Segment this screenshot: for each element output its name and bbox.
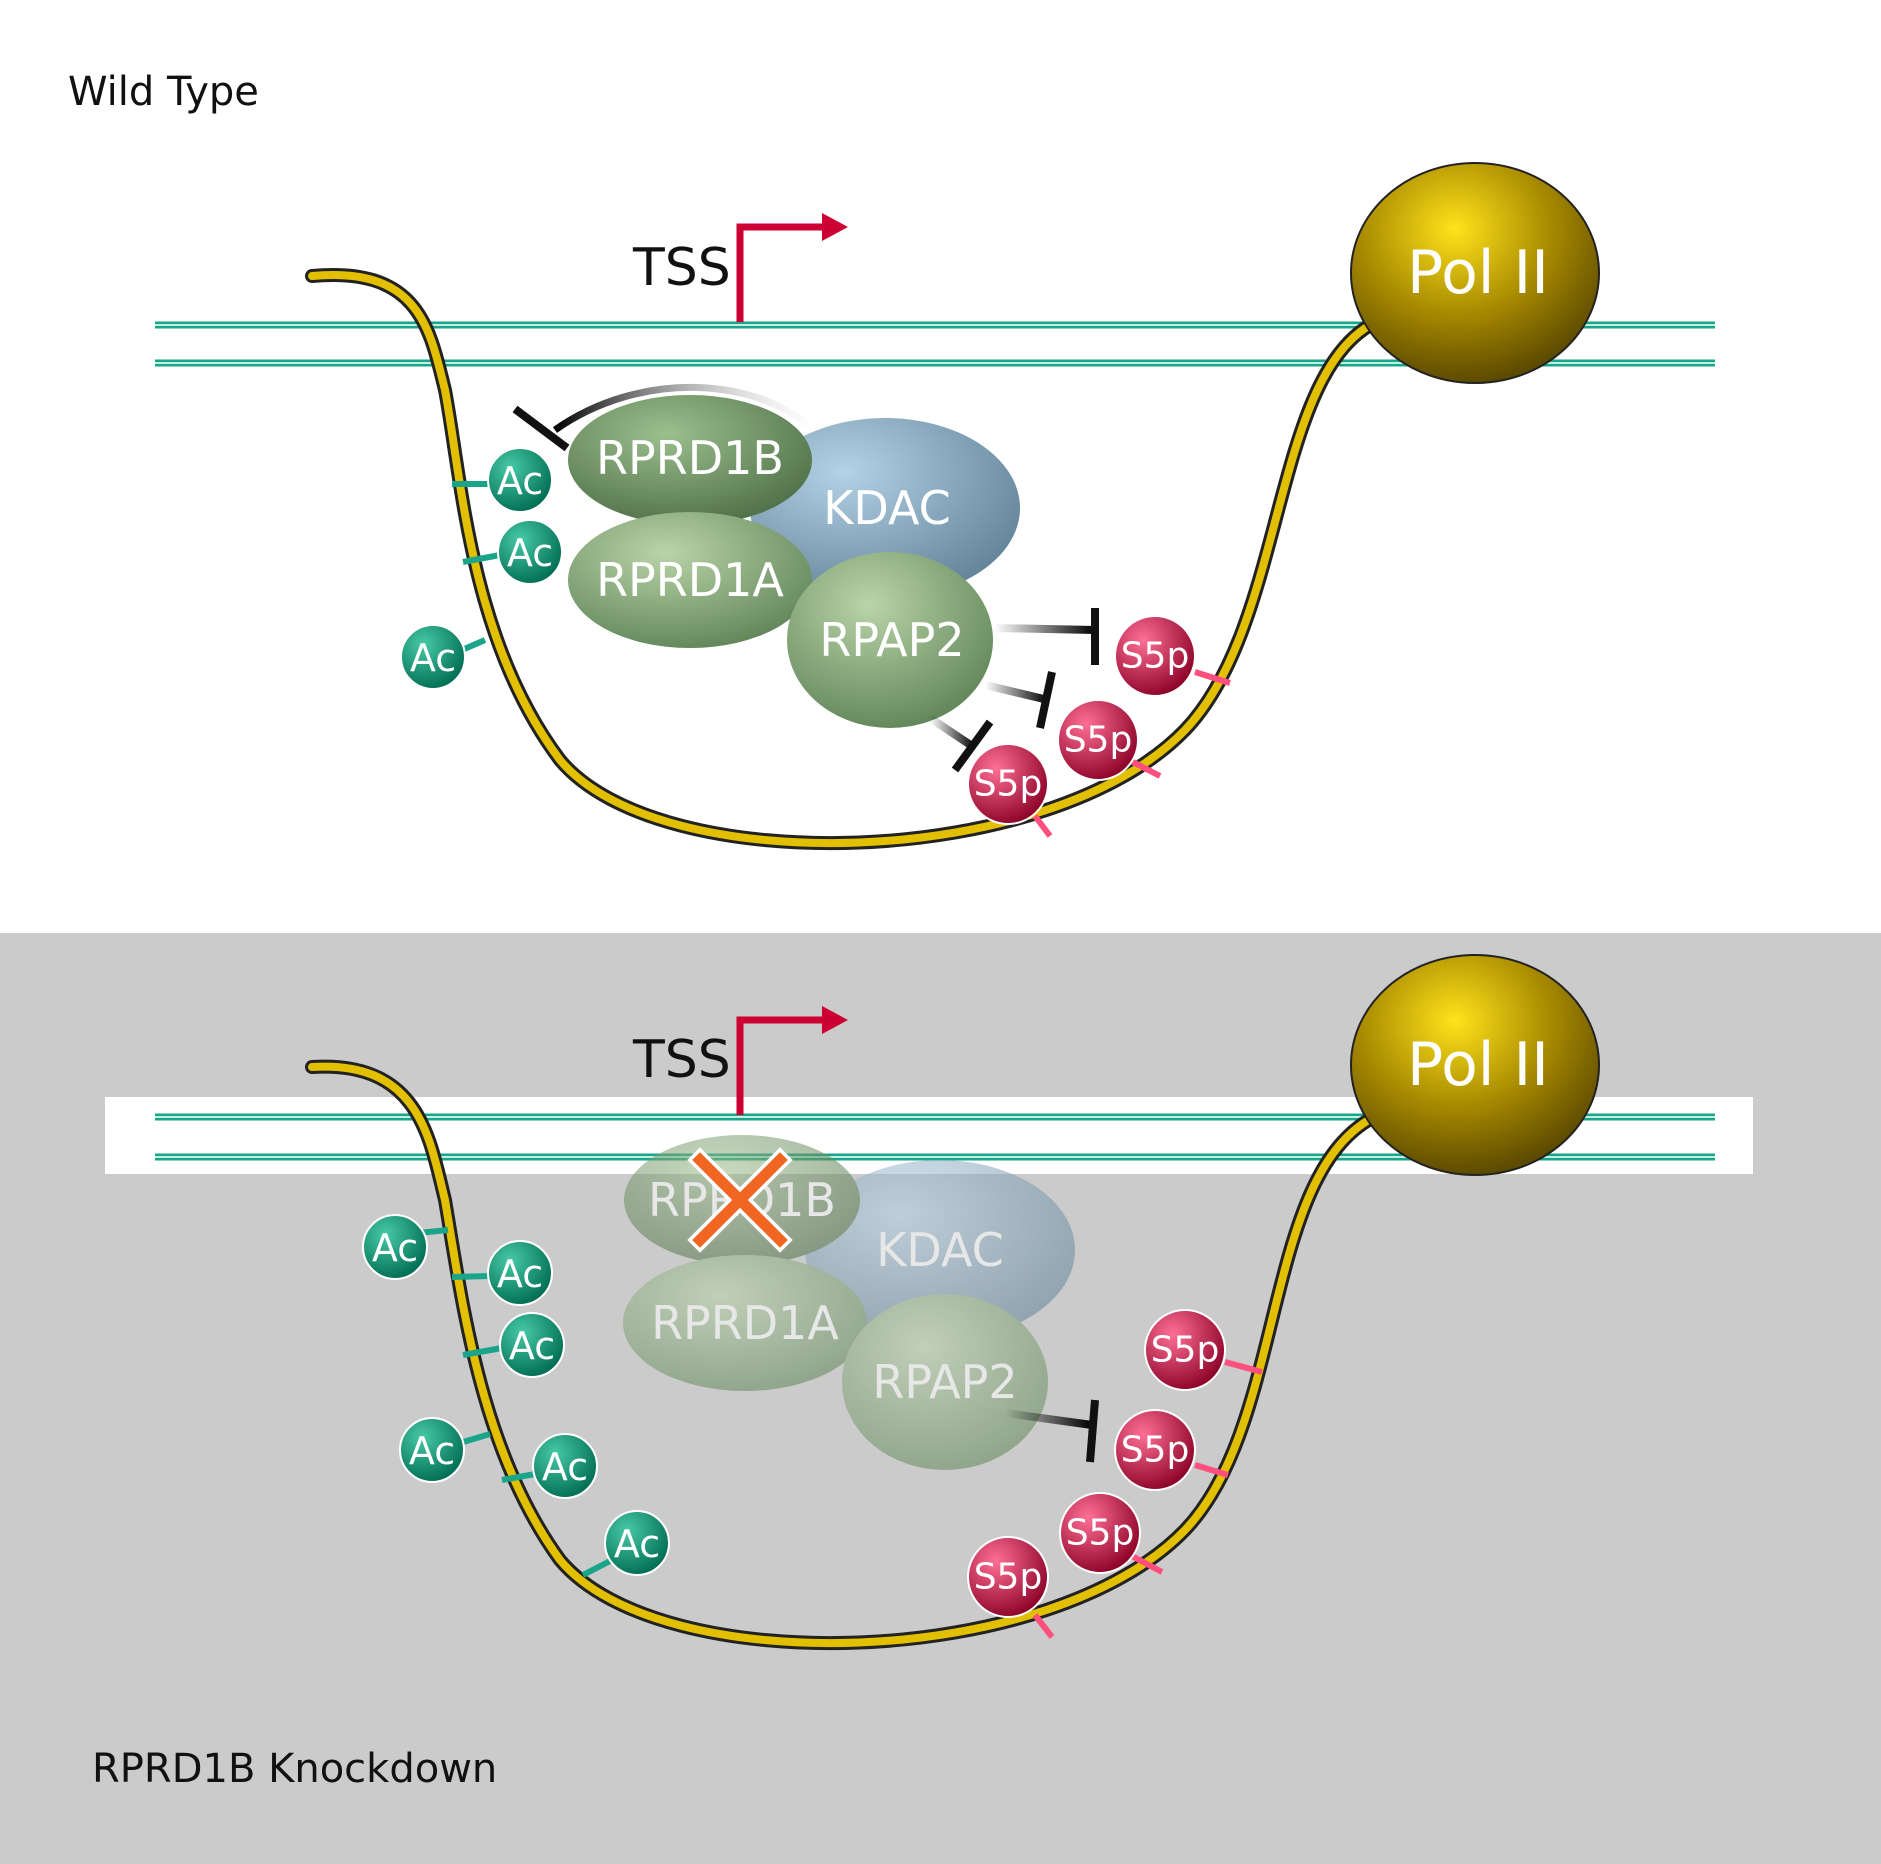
s5p-marks: S5p S5p S5p S5p [967,1309,1263,1639]
s5p-label: S5p [974,1557,1043,1598]
pol-ii-label: Pol II [1407,238,1549,308]
acetyl-mark [497,519,563,585]
acetyl-mark [400,624,466,690]
rpap2-inhibition-arrow [1004,1399,1099,1463]
rpap2-shape [842,1294,1048,1470]
acetyl-label: Ac [507,531,553,575]
pol-ii: Pol II [1350,162,1600,384]
acetyl-marks: Ac Ac Ac Ac Ac Ac [362,1214,670,1578]
panel-title-knockdown: RPRD1B Knockdown [92,1746,497,1792]
rna-loop [305,1059,1392,1651]
acetyl-label: Ac [497,1252,543,1296]
s5p-label: S5p [1066,1513,1135,1554]
acetyl-label: Ac [409,1429,455,1473]
protein-complex: KDAC RPRD1B RPRD1A RPAP2 [568,395,1020,728]
rpap2-label: RPAP2 [872,1355,1017,1409]
tss-label: TSS [632,1030,731,1090]
rprd1b-shape [568,395,812,525]
rprd1b-inhibition-arc [512,384,823,452]
kdac-label: KDAC [823,481,951,535]
kdac-label: KDAC [876,1223,1004,1277]
rprd1a-shape [623,1255,867,1391]
s5p-label: S5p [974,764,1043,805]
acetyl-label: Ac [497,459,543,503]
s5p-marks: S5p S5p S5p [967,615,1231,838]
s5p-mark [1059,1492,1141,1574]
s5p-label: S5p [1064,720,1133,761]
tss-arrow: TSS [632,213,848,322]
knockdown-panel: RPRD1B Knockdown TSS Pol II KDAC [0,933,1881,1864]
panel-title-wild-type: Wild Type [68,69,259,115]
acetyl-label: Ac [372,1226,418,1270]
knockdown-x-icon [687,1147,793,1253]
acetyl-mark [604,1510,670,1576]
kdac-shape [750,418,1020,598]
acetyl-mark [487,1240,553,1306]
acetyl-label: Ac [509,1324,555,1368]
s5p-mark [967,743,1049,825]
s5p-mark [1144,1309,1226,1391]
s5p-label: S5p [1151,1330,1220,1371]
s5p-mark [1114,1409,1196,1491]
acetyl-label: Ac [542,1445,588,1489]
tss-label: TSS [632,238,731,298]
kdac-shape [805,1160,1075,1340]
rprd1a-label: RPRD1A [651,1296,839,1350]
acetyl-label: Ac [410,636,456,680]
acetyl-mark [362,1214,428,1280]
acetyl-mark [399,1417,465,1483]
rpap2-label: RPAP2 [819,613,964,667]
s5p-mark [1114,615,1196,697]
s5p-mark [1057,699,1139,781]
s5p-mark [967,1536,1049,1618]
rpap2-shape [787,552,993,728]
rpap2-inhibition-arrows [927,608,1099,773]
tss-arrow: TSS [632,1006,848,1115]
rprd1a-shape [568,512,812,648]
rprd1b-label: RPRD1B [596,431,784,485]
acetyl-mark [487,447,553,513]
rprd1a-label: RPRD1A [596,553,784,607]
wild-type-panel: Wild Type TSS Pol II [68,69,1715,851]
pol-ii: Pol II [1350,954,1600,1176]
s5p-label: S5p [1121,636,1190,677]
pol-ii-label: Pol II [1407,1030,1549,1100]
acetyl-marks: Ac Ac Ac [400,447,563,690]
s5p-label: S5p [1121,1430,1190,1471]
rna-loop [305,267,1392,851]
acetyl-label: Ac [614,1522,660,1566]
acetyl-mark [532,1433,598,1499]
acetyl-mark [499,1312,565,1378]
